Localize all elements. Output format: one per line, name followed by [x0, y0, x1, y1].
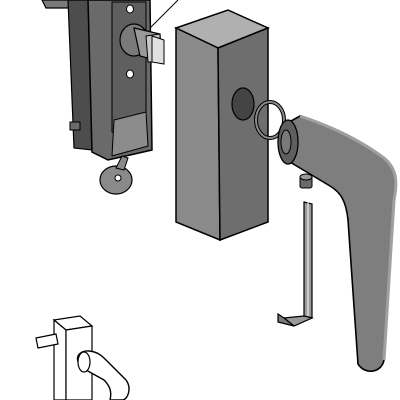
hex-allen-key — [277, 201, 314, 327]
spacer-block — [174, 9, 270, 242]
grub-screw — [299, 173, 313, 189]
o-ring — [254, 100, 286, 140]
leader-line — [149, 0, 179, 29]
assembled-view-detail — [35, 315, 130, 400]
spindle-shaft — [119, 23, 165, 65]
lever-handle — [277, 114, 398, 372]
key — [99, 155, 133, 195]
